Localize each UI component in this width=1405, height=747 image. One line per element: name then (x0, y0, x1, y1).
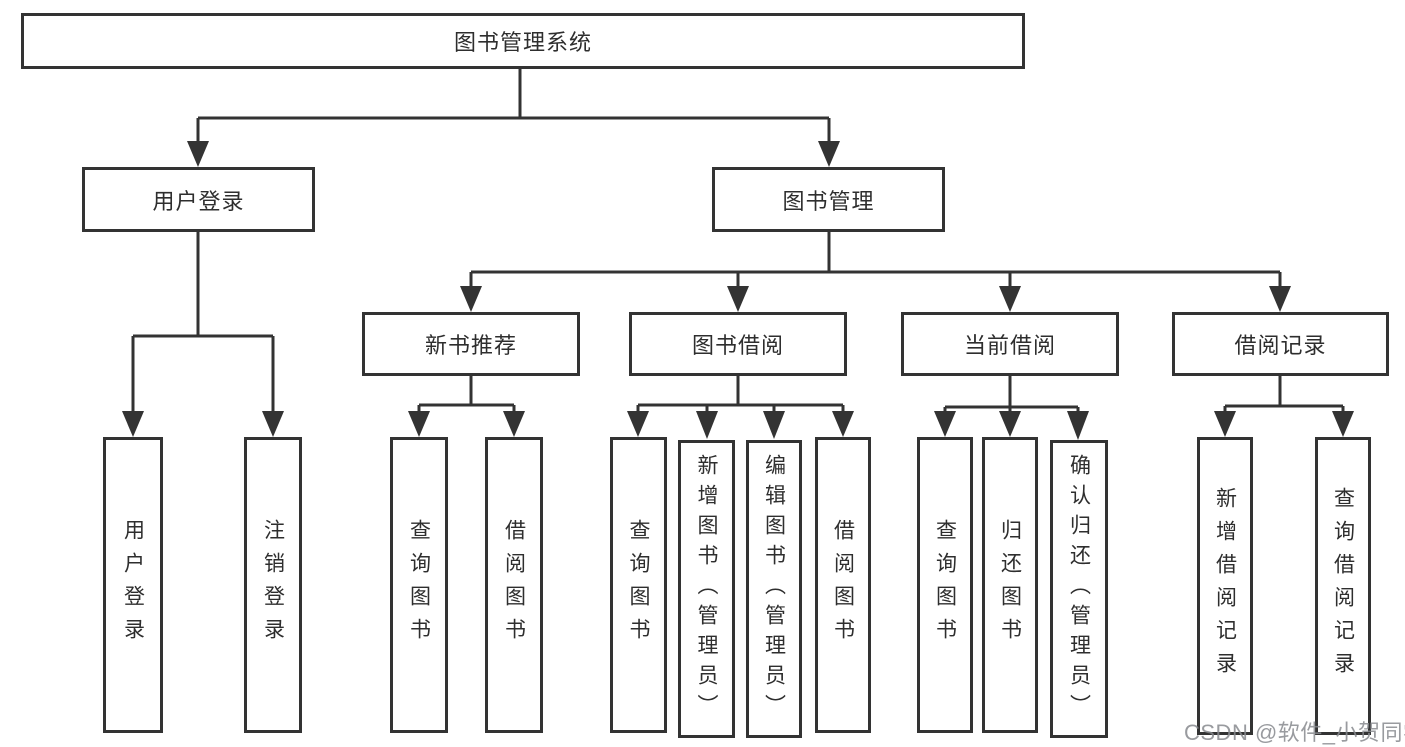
leaf-borrow-borrow-books-label: 借阅图书 (831, 519, 855, 651)
node-book-borrow: 图书借阅 (629, 312, 847, 376)
node-user-login: 用户登录 (82, 167, 315, 232)
node-book-management: 图书管理 (712, 167, 945, 232)
node-borrow-records: 借阅记录 (1172, 312, 1389, 376)
leaf-query-borrow-record-label: 查询借阅记录 (1331, 487, 1355, 685)
leaf-add-borrow-record: 新增借阅记录 (1197, 437, 1253, 735)
leaf-query-borrow-record: 查询借阅记录 (1315, 437, 1371, 735)
leaf-logout-label: 注销登录 (261, 519, 285, 651)
leaf-return-books-label: 归还图书 (998, 519, 1022, 651)
leaf-return-books: 归还图书 (982, 437, 1038, 733)
leaf-edit-books-admin: 编辑图书（管理员） (746, 440, 802, 738)
leaf-borrow-query-books: 查询图书 (610, 437, 667, 733)
leaf-borrow-query-books-label: 查询图书 (627, 519, 650, 651)
leaf-add-books-admin: 新增图书（管理员） (678, 440, 735, 738)
node-library-management-system: 图书管理系统 (21, 13, 1025, 69)
leaf-confirm-return-admin-label: 确认归还（管理员） (1067, 454, 1091, 724)
leaf-current-query-books-label: 查询图书 (933, 519, 957, 651)
leaf-confirm-return-admin: 确认归还（管理员） (1050, 440, 1108, 738)
node-current-borrow: 当前借阅 (901, 312, 1119, 376)
leaf-recommend-borrow-books-label: 借阅图书 (502, 519, 526, 651)
leaf-recommend-query-books-label: 查询图书 (407, 519, 431, 651)
leaf-current-query-books: 查询图书 (917, 437, 973, 733)
leaf-edit-books-admin-label: 编辑图书（管理员） (762, 454, 786, 724)
node-new-book-recommend: 新书推荐 (362, 312, 580, 376)
leaf-user-login: 用户登录 (103, 437, 163, 733)
leaf-add-books-admin-label: 新增图书（管理员） (695, 454, 718, 724)
leaf-user-login-label: 用户登录 (121, 519, 145, 651)
leaf-logout: 注销登录 (244, 437, 302, 733)
leaf-borrow-borrow-books: 借阅图书 (815, 437, 871, 733)
csdn-watermark: CSDN @软件_小贺同学 (1184, 720, 1405, 745)
leaf-recommend-query-books: 查询图书 (390, 437, 448, 733)
leaf-add-borrow-record-label: 新增借阅记录 (1213, 487, 1237, 685)
leaf-recommend-borrow-books: 借阅图书 (485, 437, 543, 733)
